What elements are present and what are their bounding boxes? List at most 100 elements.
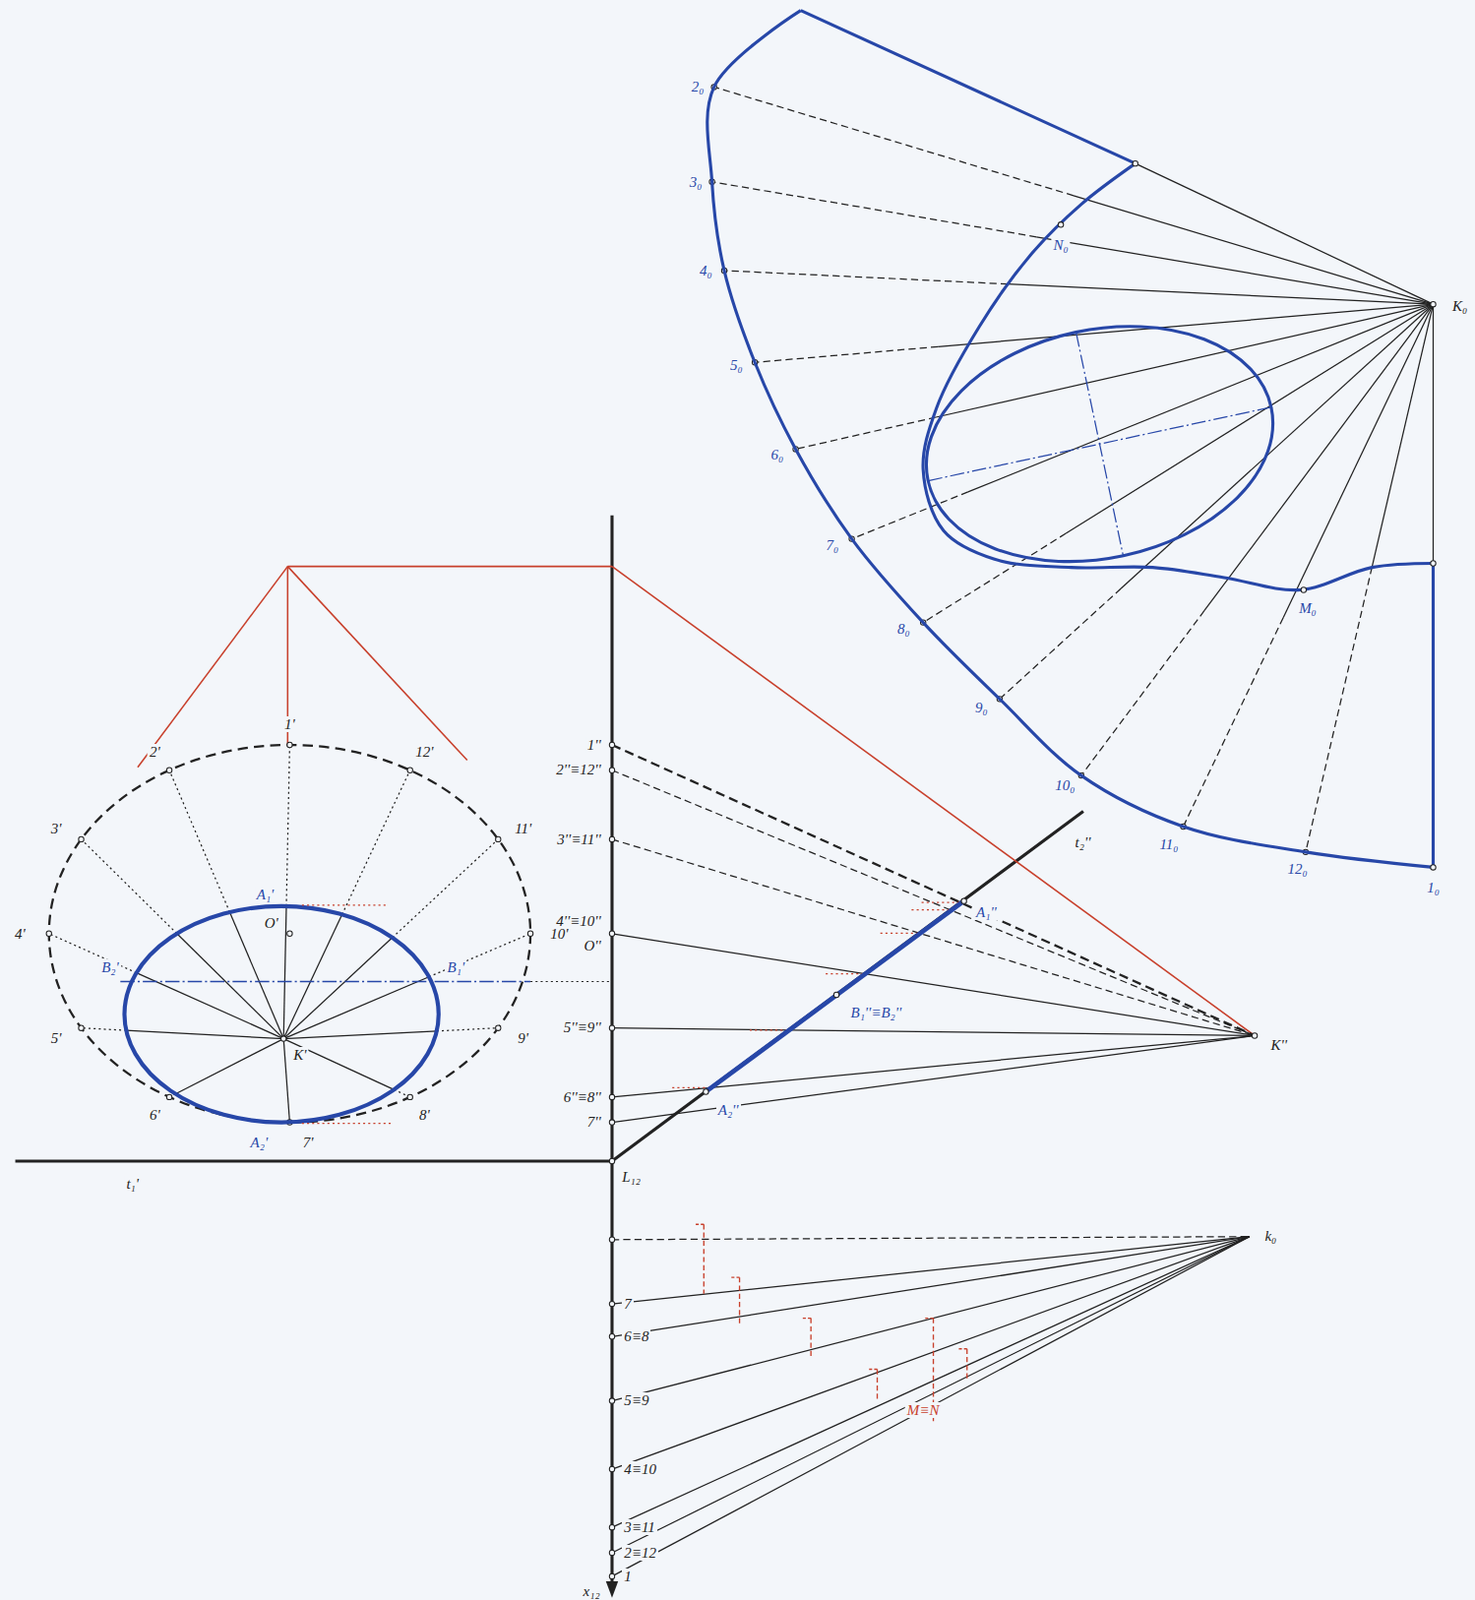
section-curve <box>922 163 1433 591</box>
point-label: 6' <box>147 1106 163 1123</box>
generator-line <box>81 1028 127 1031</box>
point-label: 5''≡9'' <box>561 1019 604 1036</box>
generator-line <box>1120 304 1433 589</box>
true-length-line <box>612 1236 1250 1553</box>
point-mark <box>1132 160 1138 166</box>
true-length-line <box>612 1236 1250 1304</box>
point-label: 3₀ <box>687 174 705 190</box>
red-measure <box>809 1318 811 1357</box>
point-label: M₀ <box>1296 600 1319 616</box>
point-label: 8₀ <box>895 620 913 637</box>
point-label: 6≡8 <box>621 1328 651 1345</box>
generator-line <box>283 937 393 1040</box>
point-mark <box>407 1094 413 1100</box>
point-mark <box>166 1094 172 1100</box>
point-label: 10₀ <box>1052 777 1077 794</box>
generator-line <box>714 86 1074 195</box>
point-mark <box>609 930 615 936</box>
point-label: 12₀ <box>1286 860 1310 877</box>
point-mark <box>609 1524 615 1530</box>
point-label: 1 <box>621 1568 634 1585</box>
point-label: 5₀ <box>728 357 745 373</box>
point-label: A₂'' <box>716 1102 741 1118</box>
point-mark <box>609 1094 615 1100</box>
point-label: 7₀ <box>824 537 842 554</box>
trace-t1 <box>15 1159 613 1163</box>
generator-line <box>177 933 284 1040</box>
projection-line <box>530 981 613 983</box>
generator-line <box>169 770 230 913</box>
generator-line <box>286 744 290 907</box>
point-mark <box>280 1036 286 1042</box>
red-measure <box>729 1276 739 1278</box>
generator-line <box>999 588 1121 699</box>
point-mark <box>609 1025 615 1031</box>
generator-line <box>922 533 1066 623</box>
red-projection <box>302 1122 393 1124</box>
red-measure <box>922 1317 933 1319</box>
point-label: 3' <box>49 820 64 837</box>
point-mark <box>1300 587 1306 593</box>
point-mark <box>287 741 293 747</box>
point-mark <box>609 1398 615 1404</box>
point-label: B₂' <box>99 959 122 976</box>
true-length-line <box>612 1236 1250 1338</box>
point-label: 7 <box>621 1295 634 1312</box>
point-mark <box>495 1025 501 1031</box>
red-construction <box>287 565 613 568</box>
point-label: 4' <box>12 925 28 942</box>
construction-lines <box>15 10 1437 1598</box>
point-mark <box>527 930 533 936</box>
generator-line <box>724 270 1008 285</box>
generator-line <box>612 770 1255 1037</box>
generator-line <box>283 906 287 1040</box>
point-mark <box>1251 1033 1257 1039</box>
generator-line <box>342 770 411 916</box>
red-measure <box>866 1368 877 1370</box>
red-measure <box>876 1368 878 1400</box>
red-measure <box>800 1317 811 1319</box>
axis-line <box>1076 332 1124 555</box>
point-mark <box>78 1025 84 1031</box>
point-label: 2≡12 <box>621 1544 659 1561</box>
generator-line <box>429 933 531 978</box>
point-mark <box>609 1236 615 1242</box>
point-label: x₁₂ <box>581 1583 603 1599</box>
generator-line <box>612 1035 1255 1122</box>
generator-line <box>283 977 430 1040</box>
point-label: M≡N <box>905 1402 942 1418</box>
point-mark <box>609 767 615 773</box>
point-label: 4''≡10'' <box>553 913 603 929</box>
point-mark <box>703 1089 709 1095</box>
point-label: K'' <box>1269 1037 1290 1053</box>
point-label: 4≡10 <box>621 1461 659 1477</box>
trace-t2 <box>612 810 1084 1162</box>
generator-line <box>1073 195 1433 305</box>
generator-line <box>754 346 938 363</box>
generator-line <box>612 839 1255 1037</box>
section-ellipse-true <box>904 296 1295 593</box>
generator-line <box>49 933 137 974</box>
point-label: K' <box>291 1046 308 1063</box>
red-measure <box>966 1349 968 1380</box>
red-projection <box>672 1087 711 1089</box>
point-label: 9₀ <box>973 699 990 716</box>
point-label: 3''≡11'' <box>554 831 603 848</box>
point-label: 2' <box>147 743 163 760</box>
generator-line <box>937 304 1433 347</box>
point-label: 1' <box>282 716 298 733</box>
point-label: 8' <box>417 1106 432 1123</box>
generator-line <box>392 839 499 938</box>
generator-line <box>1183 617 1285 827</box>
true-length-line <box>612 1236 1250 1470</box>
generator-line <box>612 1028 1255 1037</box>
generator-line <box>283 1039 290 1123</box>
point-label: 12' <box>413 743 435 760</box>
base-ellipse <box>49 744 531 1123</box>
perpendicular-line <box>612 1236 1250 1240</box>
point-label: 7'' <box>585 1113 604 1130</box>
development-arc <box>707 10 1434 868</box>
edge-line <box>1432 304 1434 563</box>
generator-line <box>1081 610 1205 776</box>
